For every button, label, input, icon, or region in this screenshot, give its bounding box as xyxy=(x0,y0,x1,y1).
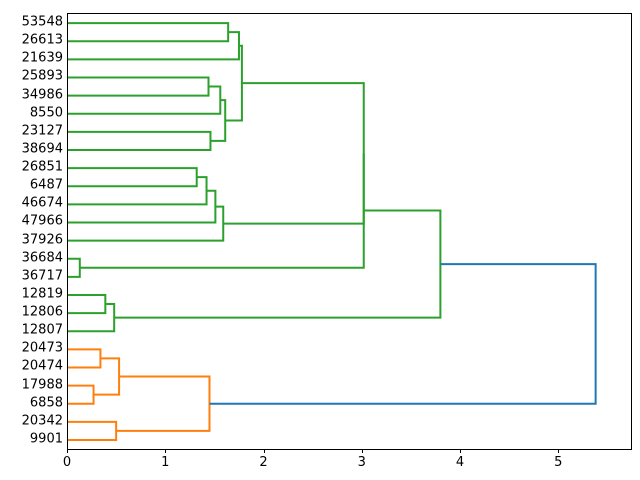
dendrogram-link xyxy=(68,76,210,97)
leaf-label: 6487 xyxy=(29,177,63,193)
dendrogram-svg xyxy=(68,22,597,441)
dendrogram-link xyxy=(68,303,116,333)
x-tick-label: 5 xyxy=(554,455,563,470)
x-tick-label: 2 xyxy=(259,455,268,470)
x-tick-label: 1 xyxy=(161,455,170,470)
x-tick-mark xyxy=(263,449,265,453)
leaf-label: 38694 xyxy=(21,141,63,157)
dendrogram-link xyxy=(79,153,365,269)
dendrogram-link xyxy=(68,31,240,61)
leaf-label: 36717 xyxy=(21,268,63,284)
leaf-label: 46674 xyxy=(21,195,63,211)
leaf-label: 6858 xyxy=(29,395,63,411)
dendrogram-link xyxy=(68,189,217,224)
plot-area xyxy=(67,13,632,450)
leaf-label: 20342 xyxy=(21,413,63,429)
dendrogram-link xyxy=(210,99,227,142)
x-tick-mark xyxy=(460,449,462,453)
dendrogram-link xyxy=(68,384,95,405)
dendrogram-link xyxy=(68,130,212,151)
dendrogram-link xyxy=(223,82,365,225)
x-tick-mark xyxy=(165,449,167,453)
x-tick-mark xyxy=(558,449,560,453)
leaf-label: 8550 xyxy=(29,105,63,121)
dendrogram-link xyxy=(68,348,102,369)
leaf-label: 12807 xyxy=(21,322,63,338)
dendrogram-link xyxy=(68,257,81,278)
leaf-label: 20473 xyxy=(21,340,63,356)
dendrogram-link xyxy=(68,293,107,315)
leaf-label: 37926 xyxy=(21,232,63,248)
dendrogram-link xyxy=(68,167,198,188)
leaf-label: 9901 xyxy=(29,431,63,447)
leaf-label: 21639 xyxy=(21,50,63,66)
dendrogram-link xyxy=(68,420,118,441)
leaf-label: 47966 xyxy=(21,213,63,229)
leaf-label: 26851 xyxy=(21,159,63,175)
leaf-label: 26613 xyxy=(21,32,63,48)
leaf-label: 20474 xyxy=(21,358,63,374)
leaf-label: 36684 xyxy=(21,250,63,266)
leaf-label: 12806 xyxy=(21,304,63,320)
x-tick-label: 0 xyxy=(62,455,72,470)
x-tick-label: 3 xyxy=(357,455,366,470)
x-tick-mark xyxy=(67,449,68,453)
dendrogram-link xyxy=(209,263,597,405)
dendrogram-link xyxy=(116,375,211,432)
dendrogram-link xyxy=(68,85,222,115)
leaf-label: 23127 xyxy=(21,123,63,139)
dendrogram-link xyxy=(114,209,442,319)
leaf-label: 25893 xyxy=(21,68,63,84)
dendrogram-link xyxy=(93,357,121,396)
x-tick-label: 4 xyxy=(455,455,465,470)
leaf-label: 53548 xyxy=(21,14,63,30)
leaf-label: 34986 xyxy=(21,87,63,103)
leaf-label: 12819 xyxy=(21,286,63,302)
dendrogram-link xyxy=(68,22,230,43)
dendrogram-link xyxy=(68,205,225,242)
dendrogram-link xyxy=(68,176,208,206)
leaf-label: 17988 xyxy=(21,377,63,393)
x-tick-mark xyxy=(361,449,363,453)
